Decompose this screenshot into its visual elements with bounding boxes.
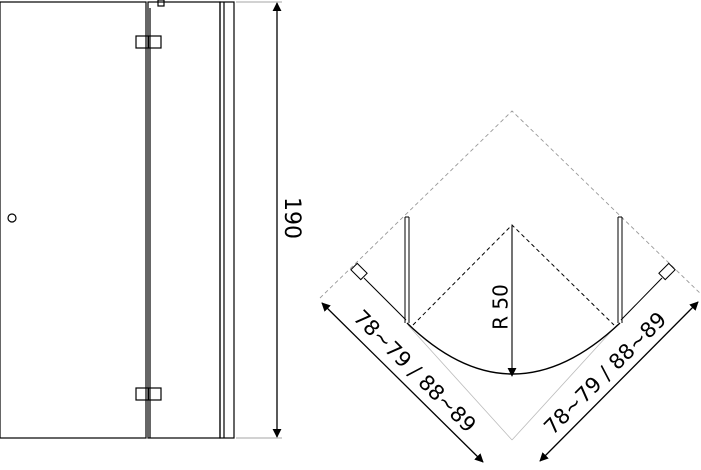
wall-profile — [219, 1, 235, 439]
fixed-panel — [147, 1, 221, 439]
right-wall-profile — [658, 262, 676, 281]
left-width-label: 78~79 / 88~89 — [349, 305, 481, 437]
right-width-dimension: 78~79 / 88~89 — [539, 301, 699, 462]
radius-label: R 50 — [489, 284, 513, 330]
door-knob — [7, 213, 17, 223]
right-side-panel — [617, 216, 623, 323]
plan-view: R 50 — [319, 110, 701, 441]
height-label: 190 — [279, 197, 304, 239]
inner-diamond-dashed — [412, 224, 615, 326]
right-width-label: 78~79 / 88~89 — [539, 307, 671, 439]
left-wall-profile — [350, 262, 368, 281]
curved-glass — [406, 322, 621, 375]
height-dimension: 190 — [236, 1, 304, 439]
outer-square-dashed — [319, 110, 701, 299]
right-width-dimension-line — [539, 301, 699, 462]
left-width-dimension: 78~79 / 88~89 — [321, 302, 484, 463]
left-side-panel — [404, 216, 410, 323]
front-view — [0, 0, 235, 439]
top-fitting — [157, 0, 165, 7]
door-panel — [0, 1, 147, 439]
left-width-dimension-line — [321, 302, 484, 463]
